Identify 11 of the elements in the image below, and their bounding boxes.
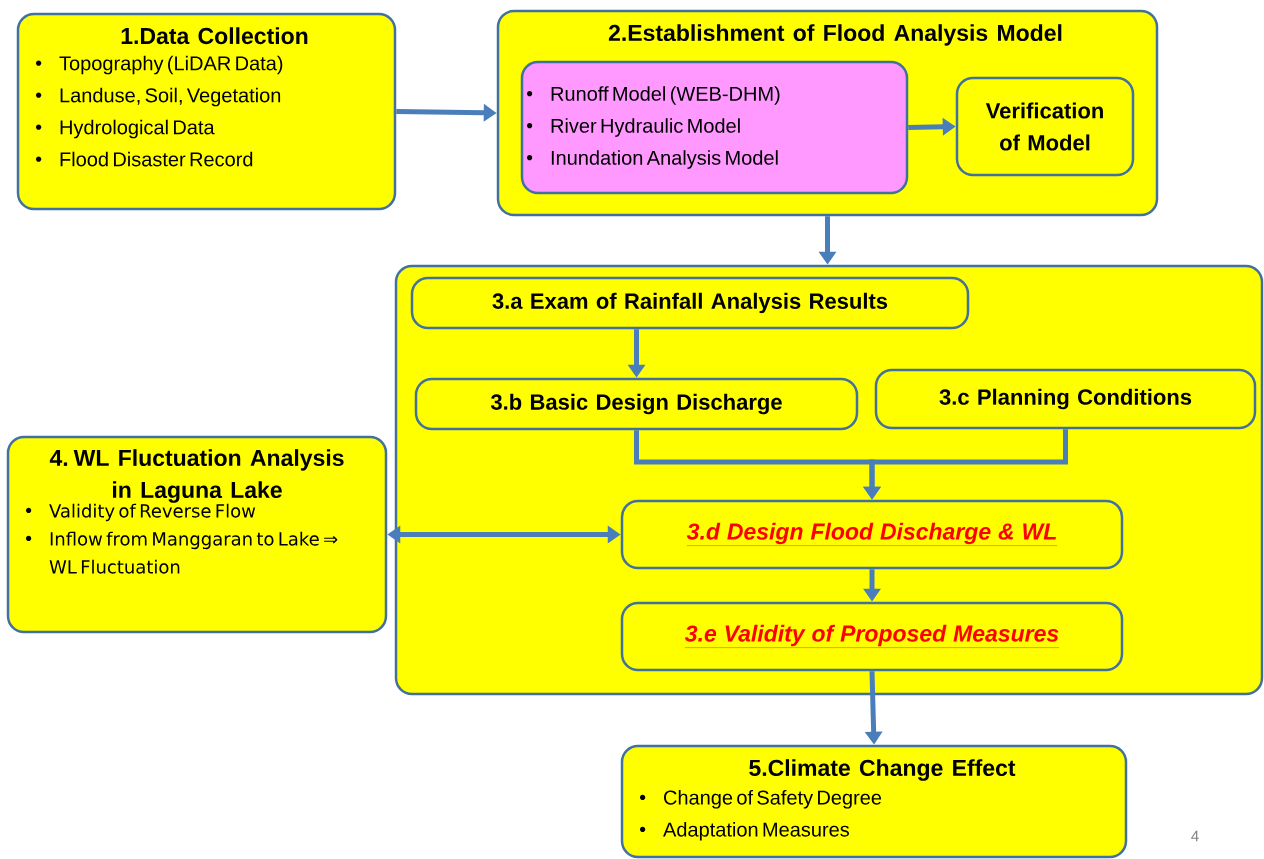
process-box: 3.e Validity of Proposed Measures — [620, 601, 1124, 672]
process-box: 4. WL Fluctuation Analysis in Laguna Lake Validity of Reverse Flow Inflow from Manggaran to Lake ⇒ WL Fluctuation — [6, 435, 388, 634]
page-number: 4 — [1191, 830, 1199, 842]
process-box: 3.b Basic Design Discharge — [414, 377, 859, 431]
process-box: 3.d Design Flood Discharge & WL — [620, 499, 1124, 570]
process-box: 3.a Exam of Rainfall Analysis Results — [410, 276, 970, 330]
model-box: Runoff Model (WEB-DHM) River Hydraulic Model Inundation Analysis Model — [520, 60, 909, 195]
process-box: 1.Data Collection Topography (LiDAR Data) Landuse, Soil, Vegetation Hydrological Data Flood Disaster Record — [16, 12, 397, 211]
process-box: 3.c Planning Conditions — [874, 368, 1257, 430]
process-box: Verification of Model — [955, 76, 1135, 177]
process-box: 5.Climate Change Effect Change of Safety Degree Adaptation Measures — [620, 744, 1128, 859]
